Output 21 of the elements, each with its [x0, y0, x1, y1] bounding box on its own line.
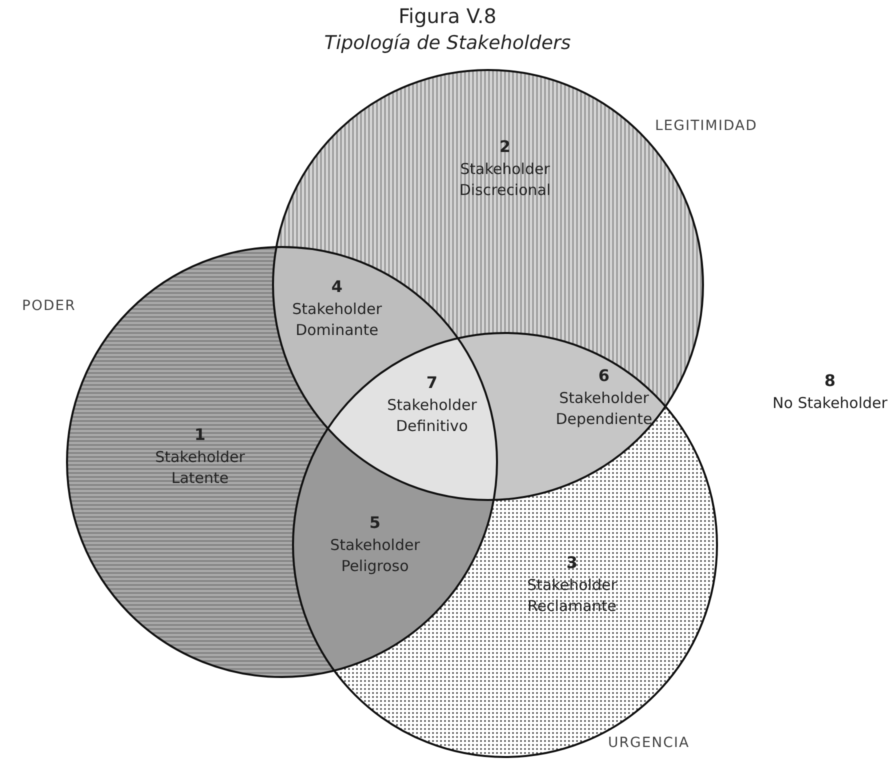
set-label: LEGITIMIDAD: [655, 118, 758, 134]
region-number: 7: [425, 373, 439, 392]
region-number: 5: [368, 513, 382, 532]
region-label: Stakeholder Latente: [154, 447, 246, 489]
set-label: URGENCIA: [608, 735, 690, 751]
region-label: Stakeholder Reclamante: [526, 575, 618, 617]
region-label: Stakeholder Definitivo: [386, 395, 478, 437]
figure-caption: Tipología de Stakeholders: [323, 32, 572, 54]
region-number: 2: [498, 137, 512, 156]
region-label: Stakeholder Dominante: [291, 299, 383, 341]
region-number: 8: [823, 371, 837, 390]
region-number: 1: [193, 425, 207, 444]
region-number: 6: [597, 366, 611, 385]
region-number: 4: [330, 277, 344, 296]
region-label: Stakeholder Discrecional: [458, 159, 552, 201]
region-label: Stakeholder Dependiente: [554, 388, 654, 430]
region-number: 3: [565, 553, 579, 572]
figure-title: Figura V.8: [398, 4, 498, 28]
region-label: Stakeholder Peligroso: [329, 535, 421, 577]
set-label: PODER: [22, 298, 76, 314]
region-label: No Stakeholder: [772, 393, 888, 414]
